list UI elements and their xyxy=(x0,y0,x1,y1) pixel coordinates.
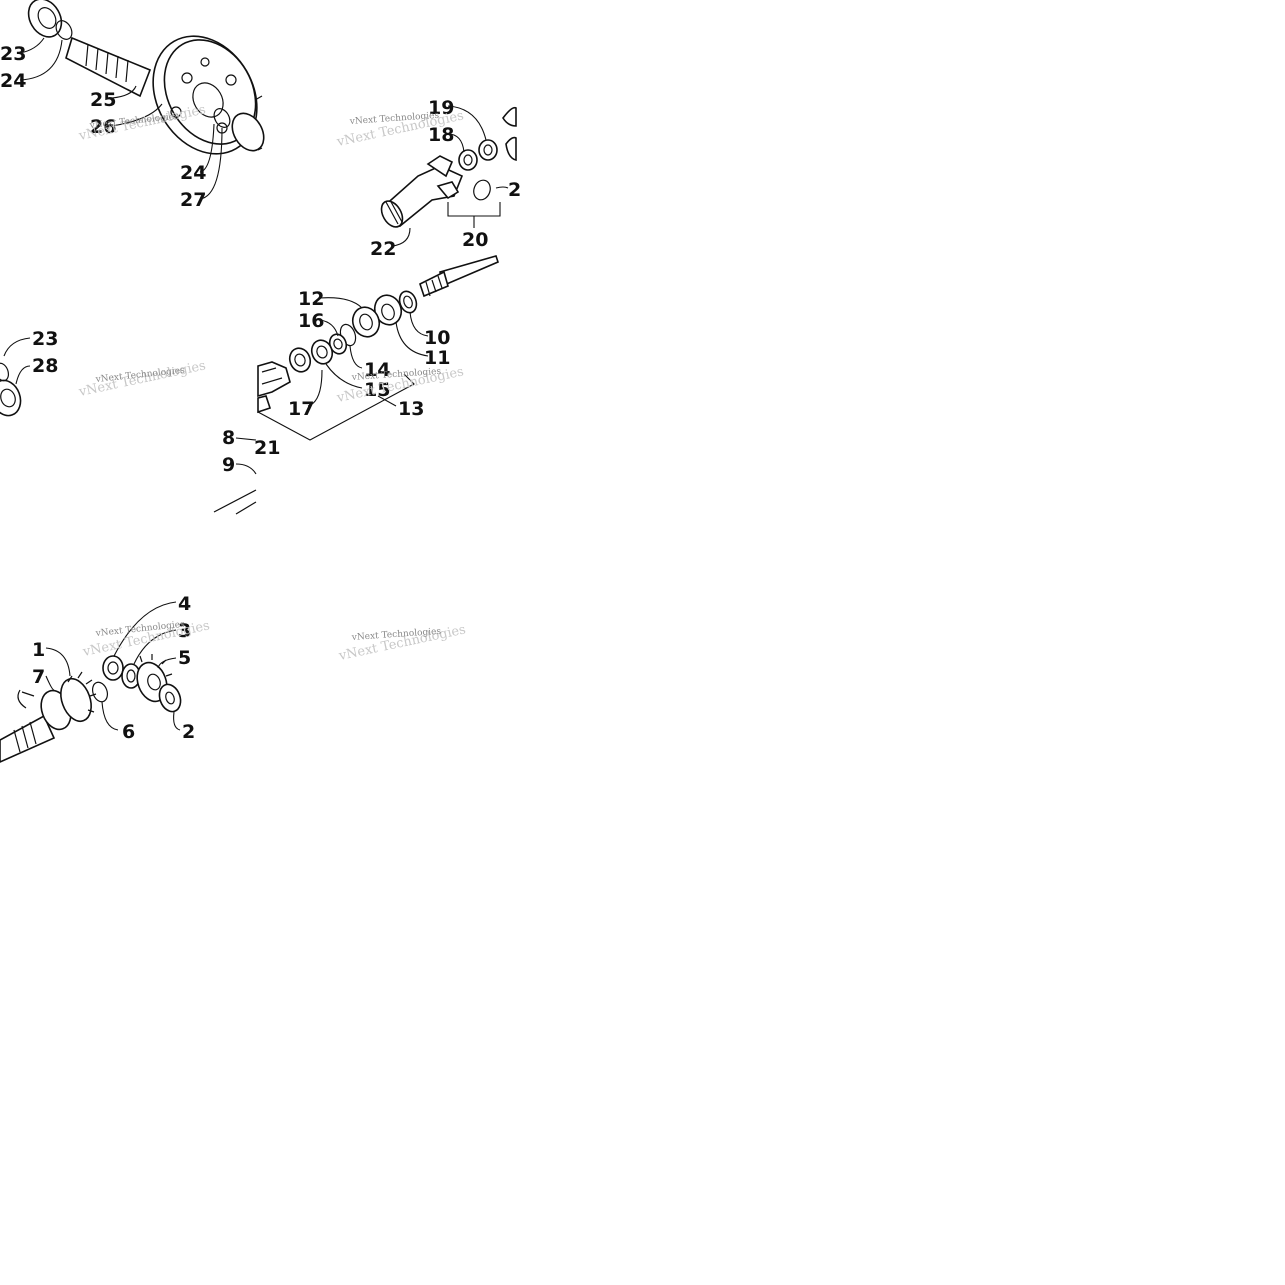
pinion-gear-1 xyxy=(40,671,97,731)
callout-11: 11 xyxy=(424,347,450,369)
callout-12: 12 xyxy=(298,288,324,310)
bearing-12 xyxy=(351,306,381,338)
cross-18 xyxy=(458,149,478,171)
callout-16: 16 xyxy=(298,310,324,332)
snap-ring-6 xyxy=(91,681,109,703)
callout-19: 19 xyxy=(428,97,454,119)
callout-9: 9 xyxy=(222,454,235,476)
bottom-center-watermark: vNext Technologies vNext Technologies xyxy=(337,622,467,664)
callout-10: 10 xyxy=(424,327,450,349)
bearing-4 xyxy=(102,655,124,681)
snap-ring-27 xyxy=(213,108,231,128)
top-left-assembly: 23 24 25 26 24 27 vNext Technologies vNe… xyxy=(0,0,265,211)
callout-23-top: 23 xyxy=(0,43,26,65)
seal-23-mid xyxy=(0,362,10,382)
yoke-22 xyxy=(380,155,464,228)
callout-5: 5 xyxy=(178,647,191,669)
washer-19 xyxy=(478,139,498,161)
callout-7: 7 xyxy=(32,666,45,688)
callout-15: 15 xyxy=(364,379,390,401)
bearing-partial-top xyxy=(231,95,265,152)
snap-ring-24-top xyxy=(55,20,73,40)
bearing-28 xyxy=(0,379,22,417)
bracket-13 xyxy=(257,373,415,441)
snap-ring-2-top xyxy=(473,179,491,201)
callout-23-mid: 23 xyxy=(32,328,58,350)
callout-2-top: 2 xyxy=(508,179,521,201)
callout-20: 20 xyxy=(462,229,488,251)
callout-14: 14 xyxy=(364,359,390,381)
drive-shaft xyxy=(419,255,499,298)
callout-22: 22 xyxy=(370,238,396,260)
callout-13: 13 xyxy=(398,398,424,420)
washer-10 xyxy=(398,290,418,314)
output-shaft-25 xyxy=(65,36,152,98)
callout-2-bottom: 2 xyxy=(182,721,195,743)
callout-27: 27 xyxy=(180,189,206,211)
callout-3: 3 xyxy=(178,620,191,642)
large-gear-26 xyxy=(152,35,258,155)
callout-24-top: 24 xyxy=(0,70,26,92)
clip-7 xyxy=(17,689,35,709)
yoke-partial-right xyxy=(502,106,517,127)
callout-17: 17 xyxy=(288,398,314,420)
bearing-23-top xyxy=(27,0,63,38)
callout-8: 8 xyxy=(222,427,235,449)
coupler-yoke xyxy=(257,361,291,414)
callout-21: 21 xyxy=(254,437,280,459)
callout-4: 4 xyxy=(178,593,191,615)
bracket-20 xyxy=(447,202,501,217)
callout-28: 28 xyxy=(32,355,58,377)
callout-25: 25 xyxy=(90,89,116,111)
callout-24-mid: 24 xyxy=(180,162,206,184)
washer-2-bottom xyxy=(158,683,182,713)
callout-26: 26 xyxy=(90,116,116,138)
pinion-shaft xyxy=(0,714,56,763)
seal-15 xyxy=(310,339,334,365)
callout-6: 6 xyxy=(122,721,135,743)
seal-11 xyxy=(373,294,403,326)
center-assembly: 12 16 10 11 14 15 13 17 8 21 9 vNext Tec… xyxy=(213,255,499,515)
middle-left-assembly: 23 28 vNext Technologies vNext Technolog… xyxy=(0,328,207,417)
washer-17 xyxy=(288,347,312,373)
callout-1: 1 xyxy=(32,639,45,661)
rod-lines xyxy=(213,489,257,515)
bottom-left-assembly: 4 3 5 2 1 7 6 vNext Technologies vNext T… xyxy=(0,593,211,763)
callout-18: 18 xyxy=(428,124,454,146)
top-right-assembly: 19 18 2 20 22 vNext Technologies vNext T… xyxy=(335,97,521,260)
